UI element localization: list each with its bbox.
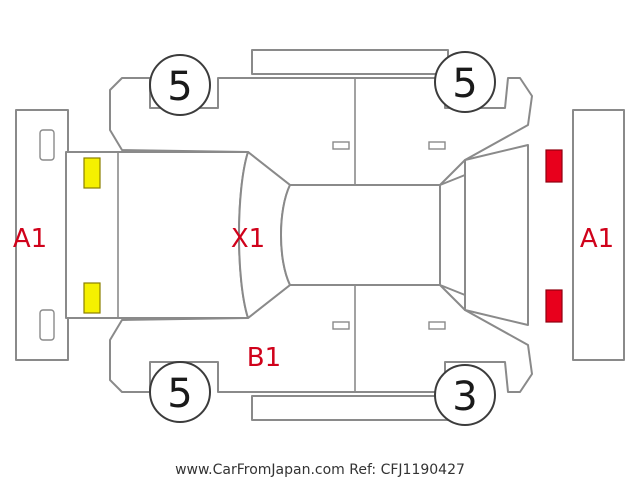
rear-trunk	[464, 144, 529, 326]
damage-label-front-bumper: A1	[13, 224, 47, 254]
tire-front-right-grade: 5	[167, 371, 192, 417]
front-light-right	[83, 282, 101, 314]
front-light-left	[83, 157, 101, 189]
damage-label-fender: B1	[247, 343, 281, 373]
damage-label-rear-bumper: A1	[580, 224, 614, 254]
rear-light-left	[545, 149, 563, 183]
bottom-door-sill	[251, 395, 449, 421]
rear-window	[439, 174, 466, 296]
top-door-sill	[251, 49, 449, 75]
roof-panel	[280, 184, 441, 286]
tire-rear-left-circle	[434, 51, 496, 113]
front-bumper-vent-top	[39, 129, 55, 161]
tire-front-left-grade: 5	[167, 64, 192, 110]
rear-right-door-handle	[428, 321, 446, 330]
rear-left-door-handle	[428, 141, 446, 150]
front-bumper	[15, 109, 69, 361]
front-left-door-handle	[332, 141, 350, 150]
front-bumper-vent-bottom	[39, 309, 55, 341]
rear-bumper	[572, 109, 625, 361]
tire-rear-right-circle	[434, 364, 496, 426]
damage-label-hood: X1	[231, 224, 265, 254]
watermark-text: www.CarFromJapan.com Ref: CFJ1190427	[175, 462, 465, 478]
front-right-door-handle	[332, 321, 350, 330]
tire-front-right-circle	[149, 361, 211, 423]
tire-rear-right-grade: 3	[452, 374, 477, 420]
rear-light-right	[545, 289, 563, 323]
tire-front-left-circle	[149, 54, 211, 116]
tire-rear-left-grade: 5	[452, 61, 477, 107]
